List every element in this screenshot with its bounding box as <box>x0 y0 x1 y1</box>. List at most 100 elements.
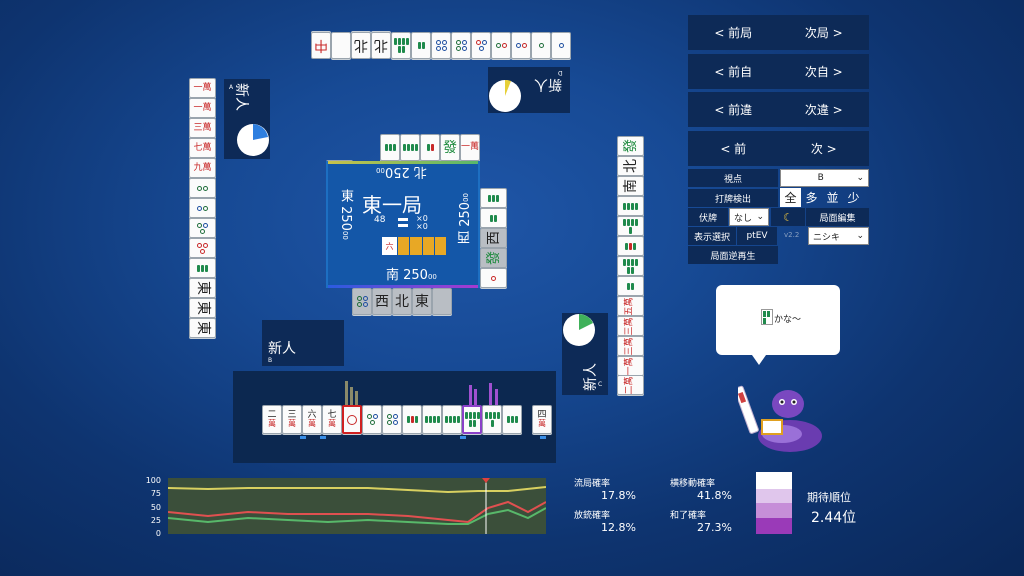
hand-tile[interactable] <box>482 405 502 434</box>
dora-indicator: 六 <box>382 237 397 255</box>
tile: 二萬 <box>617 375 644 395</box>
rank-bar-3 <box>756 503 792 518</box>
tile <box>189 218 216 238</box>
tile <box>617 256 644 276</box>
tile <box>491 32 511 59</box>
y-tick: 25 <box>150 516 161 525</box>
tile <box>189 178 216 198</box>
tile <box>391 32 411 59</box>
reverse-replay-button[interactable]: 局面逆再生 <box>688 246 778 264</box>
score-east: 東 25000 <box>338 189 353 240</box>
player-panel-c: 新人 C <box>562 313 608 395</box>
tile: 七萬 <box>189 138 216 158</box>
prev-button[interactable]: < 前 <box>720 142 747 156</box>
tile: 東 <box>189 298 216 318</box>
hand-tile[interactable] <box>422 405 442 434</box>
turn-indicator-bottom <box>328 285 478 288</box>
center-scoreboard: 北 25000 東 25000 西 25000 南 25000 東一局 48 ×… <box>326 161 480 288</box>
next-self-button[interactable]: 次自 > <box>804 65 843 79</box>
probability-graph[interactable] <box>168 478 546 534</box>
prev-self-button[interactable]: < 前自 <box>714 65 753 79</box>
hora-value: 27.3% <box>697 521 732 534</box>
mode-many-button[interactable]: 多 <box>805 191 818 205</box>
danger-marker <box>460 436 466 439</box>
tile <box>189 198 216 218</box>
danger-marker <box>540 436 546 439</box>
tile: 北 <box>371 32 391 59</box>
mode-normal-button[interactable]: 並 <box>826 191 839 205</box>
tile <box>432 288 452 315</box>
speech-bubble: かな～ <box>716 285 840 365</box>
view-select[interactable]: B⌄ <box>780 169 869 187</box>
expected-rank-value: 2.44位 <box>811 510 857 526</box>
display-label: 表示選択 <box>688 227 736 245</box>
tile: 三萬 <box>617 316 644 336</box>
tile: 南 <box>617 176 644 196</box>
tile: 中 <box>311 32 331 59</box>
rank-bar-1 <box>756 472 792 489</box>
next-round-button[interactable]: 次局 > <box>804 26 843 40</box>
moon-icon[interactable]: ☾ <box>771 208 805 226</box>
tile: 東 <box>189 278 216 298</box>
hand-tile[interactable] <box>382 405 402 434</box>
score-west: 西 25000 <box>458 193 473 244</box>
next-button[interactable]: 次 > <box>810 142 837 156</box>
prev-round-button[interactable]: < 前局 <box>714 26 753 40</box>
player-name: 新人 <box>583 363 599 391</box>
hand-tile[interactable] <box>462 405 482 434</box>
hand-tile[interactable]: 七萬 <box>322 405 342 434</box>
player-name: 新人 <box>268 341 296 357</box>
tile <box>617 196 644 216</box>
view-label: 視点 <box>688 169 778 187</box>
hand-tile[interactable]: 六萬 <box>302 405 322 434</box>
discard-detect-label: 打牌検出 <box>688 189 778 207</box>
tile <box>189 258 216 278</box>
tile <box>411 32 431 59</box>
rank-bar-2 <box>756 489 792 503</box>
tile <box>617 276 644 296</box>
seat-letter: D <box>558 69 563 76</box>
tile: 一萬 <box>617 356 644 376</box>
hand-tile[interactable] <box>442 405 462 434</box>
seat-letter: C <box>598 381 603 388</box>
win-rate-pie <box>237 124 269 156</box>
tile: 北 <box>617 156 644 176</box>
win-rate-pie <box>563 314 595 346</box>
display-value[interactable]: ptEV <box>737 227 777 245</box>
edit-position-button[interactable]: 局面編集 <box>806 208 869 226</box>
ryukyoku-value: 17.8% <box>601 489 636 502</box>
chevron-down-icon: ⌄ <box>856 231 864 241</box>
mode-few-button[interactable]: 少 <box>847 191 860 205</box>
character-select[interactable]: ニシキ⌄ <box>808 227 869 245</box>
tiles-left: 48 <box>374 215 386 225</box>
ryukyoku-label: 流局確率 <box>574 479 611 489</box>
tile: 一萬 <box>460 134 480 161</box>
round-nav: < 前局 次局 > <box>688 15 869 50</box>
y-tick: 50 <box>150 503 161 512</box>
step-nav: < 前 次 > <box>688 131 869 166</box>
win-rate-pie <box>489 79 521 112</box>
dead-wall <box>398 237 446 255</box>
chevron-down-icon: ⌄ <box>756 212 764 222</box>
danger-marker <box>320 436 326 439</box>
prev-diff-button[interactable]: < 前違 <box>714 103 753 117</box>
hand-tile[interactable]: 二萬 <box>262 405 282 434</box>
tile: 北 <box>392 288 412 315</box>
hidden-select[interactable]: なし⌄ <box>729 208 769 226</box>
hand-tile[interactable] <box>342 405 362 434</box>
tile <box>511 32 531 59</box>
honba-count: ×0 <box>416 214 428 223</box>
hand-tile[interactable] <box>362 405 382 434</box>
hand-tile[interactable] <box>502 405 522 434</box>
houjuu-value: 12.8% <box>601 521 636 534</box>
drawn-tile[interactable]: 四萬 <box>532 405 552 434</box>
hand-tile[interactable] <box>402 405 422 434</box>
hand-tile[interactable]: 三萬 <box>282 405 302 434</box>
tile <box>400 134 420 161</box>
eval-bar <box>469 385 472 405</box>
tile <box>420 134 440 161</box>
tile: 東 <box>189 318 216 338</box>
danger-marker <box>300 436 306 439</box>
mode-all-button[interactable]: 全 <box>780 188 801 207</box>
next-diff-button[interactable]: 次違 > <box>804 103 843 117</box>
